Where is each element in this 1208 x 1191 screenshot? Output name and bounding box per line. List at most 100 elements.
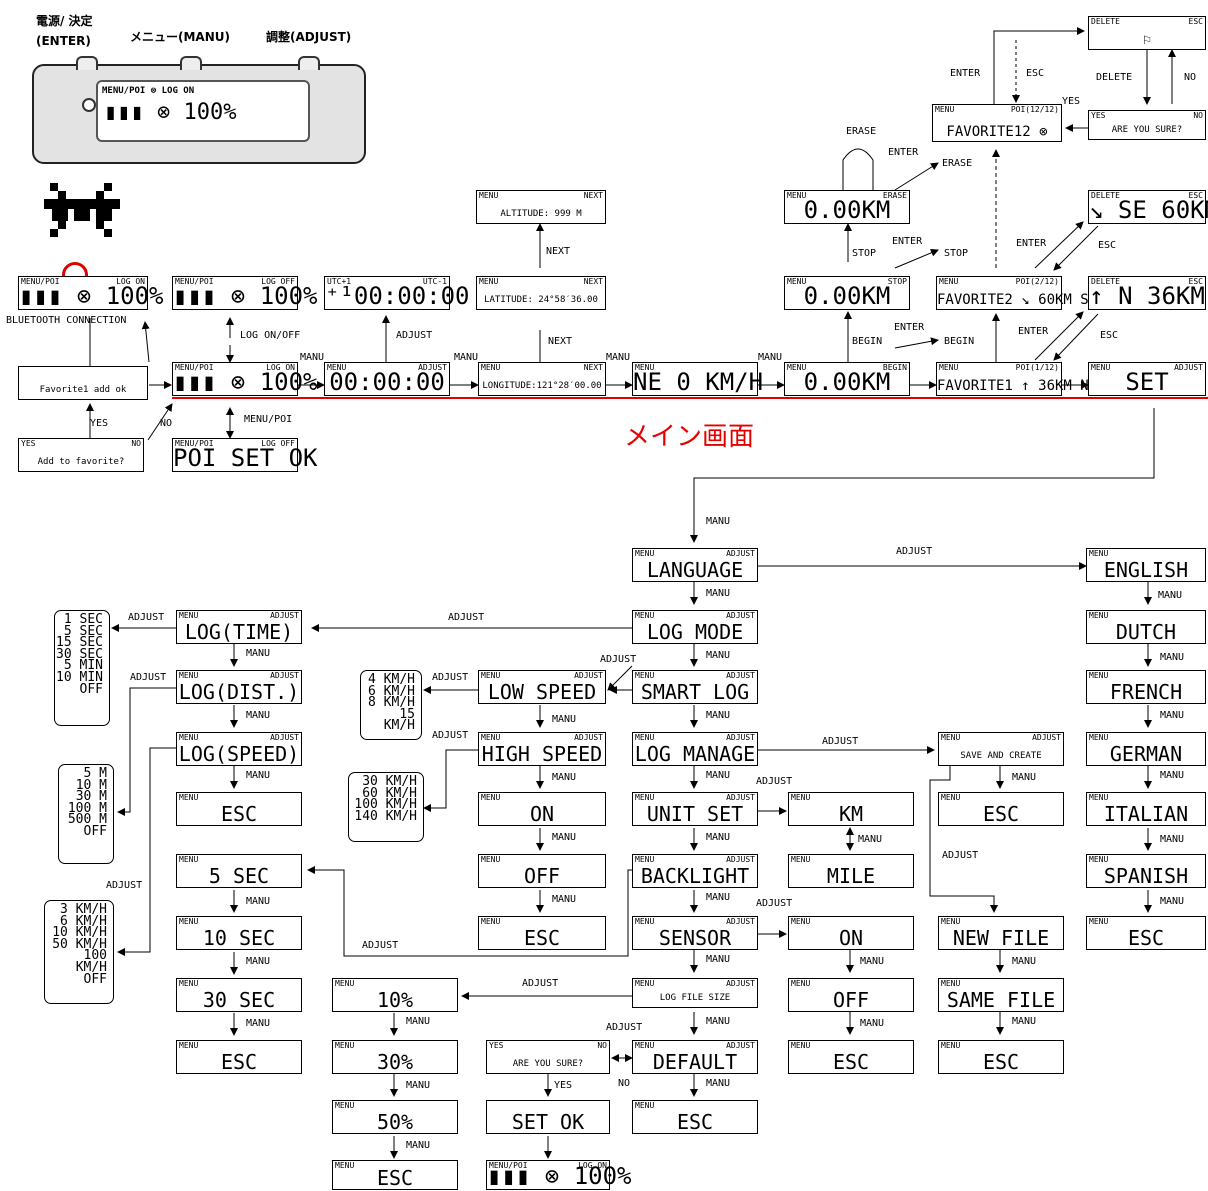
screen-p10-text: 10% (376, 988, 414, 1012)
screen-stop-left-key: MENU (787, 277, 807, 286)
screen-logoff-text: ▮▮▮ ⊗ 100% (173, 282, 318, 310)
screen-dutch-text: DUTCH (1115, 620, 1177, 644)
label-adjust: ADJUST (606, 1022, 643, 1033)
screen-escp-text: ESC (376, 1166, 414, 1190)
screen-fav2-text: FAVORITE2 ↘ 60KM SE (937, 292, 1098, 308)
screen-mne-text: NE 0 KM/H (633, 368, 764, 396)
screen-unitset-left-key: MENU (635, 793, 655, 802)
screen-logtime-right-key: ADJUST (270, 611, 299, 620)
label-manu: MANU (706, 588, 731, 599)
screen-favok: Favorite1 add ok (18, 366, 148, 400)
label-manu: MANU (552, 714, 577, 725)
label-manu: MANU (858, 834, 883, 845)
label-manu: MANU (1012, 1016, 1037, 1027)
screen-logfilesize-right-key: ADJUST (726, 979, 755, 988)
screen-escp-left-key: MENU (335, 1161, 355, 1170)
label-delete: DELETE (1096, 72, 1133, 83)
screen-final-left-key: MENU/POI (489, 1161, 528, 1170)
screen-mfav1-text: FAVORITE1 ↑ 36KM N (937, 378, 1089, 394)
screen-lat-text: LATITUDE: 24°58′36.00 (484, 295, 598, 305)
screen-escsave-left-key: MENU (941, 793, 961, 802)
screen-italian-text: ITALIAN (1103, 802, 1189, 826)
screen-logfilesize-left-key: MENU (635, 979, 655, 988)
screen-stop-text: 0.00KM (803, 282, 891, 310)
screen-alt-right-key: NEXT (583, 191, 603, 200)
label-manu: MANU (1160, 896, 1185, 907)
screen-addfav-text: Add to favorite? (37, 457, 125, 467)
screen-logtime-left-key: MENU (179, 611, 199, 620)
screen-m100-text: ▮▮▮ ⊗ 100% (173, 368, 318, 396)
screen-esclog-left-key: MENU (179, 793, 199, 802)
screen-final-text: ▮▮▮ ⊗ 100% (487, 1162, 632, 1190)
screen-sec30-text: 30 SEC (202, 988, 276, 1012)
label-manu: MANU (1160, 652, 1185, 663)
screen-km-left-key: MENU (791, 793, 811, 802)
screen-backlight-text: BACKLIGHT (640, 864, 750, 888)
screen-final-right-key: LOG ON (578, 1161, 607, 1170)
label-manu: MANU (454, 352, 479, 363)
screen-p50-text: 50% (376, 1110, 414, 1134)
adjust-button[interactable] (298, 56, 320, 70)
bluetooth-blink-icon (44, 183, 120, 237)
label-bt_conn: BLUETOOTH CONNECTION (6, 315, 127, 326)
label-manu: MANU (552, 894, 577, 905)
label-adjust: ADJUST (522, 978, 559, 989)
screen-addfav-right-key: NO (131, 439, 141, 448)
label-adjust: ADJUST (756, 776, 793, 787)
screen-logmanage-right-key: ADJUST (726, 733, 755, 742)
screen-sensor-left-key: MENU (635, 917, 655, 926)
label-manu: MANU (406, 1080, 431, 1091)
screen-delete-left-key: DELETE (1091, 17, 1120, 26)
screen-sec10-left-key: MENU (179, 917, 199, 926)
label-adjust: ADJUST (756, 898, 793, 909)
menu-label: メニュー(MANU) (130, 30, 230, 44)
menu-button[interactable] (180, 56, 202, 70)
screen-logspeed-left-key: MENU (179, 733, 199, 742)
label-adjust: ADJUST (432, 672, 469, 683)
label-manu: MANU (706, 832, 731, 843)
power-button[interactable] (76, 56, 98, 70)
screen-onsm-text: ON (529, 802, 555, 826)
screen-fav12-right-key: POI(12/12) (1010, 105, 1059, 114)
screen-sure2-right-key: NO (597, 1041, 607, 1050)
label-manu: MANU (552, 832, 577, 843)
screen-escdef-left-key: MENU (635, 1101, 655, 1110)
screen-mlon-text: LONGITUDE:121°28′00.00 (482, 381, 602, 391)
screen-savecreate-left-key: MENU (941, 733, 961, 742)
screen-spanish-text: SPANISH (1103, 864, 1189, 888)
label-manu: MANU (706, 650, 731, 661)
screen-highspeed-text: HIGH SPEED (481, 742, 603, 766)
screen-logdist-left-key: MENU (179, 671, 199, 680)
screen-default-right-key: ADJUST (726, 1041, 755, 1050)
screen-final: MENU/POI LOG ON▮▮▮ ⊗ 100% (486, 1160, 632, 1190)
screen-mbegin-text: 0.00KM (803, 368, 891, 396)
screen-stop-right-key: STOP (887, 277, 907, 286)
screen-sec10-text: 10 SEC (202, 926, 276, 950)
screen-logmode-text: LOG MODE (646, 620, 744, 644)
label-yes: YES (1062, 96, 1081, 107)
screen-default-left-key: MENU (635, 1041, 655, 1050)
label-manu: MANU (1158, 590, 1183, 601)
screen-delete-text: ⚐ (1142, 32, 1152, 48)
screen-sec5-left-key: MENU (179, 855, 199, 864)
screen-logmode-right-key: ADJUST (726, 611, 755, 620)
